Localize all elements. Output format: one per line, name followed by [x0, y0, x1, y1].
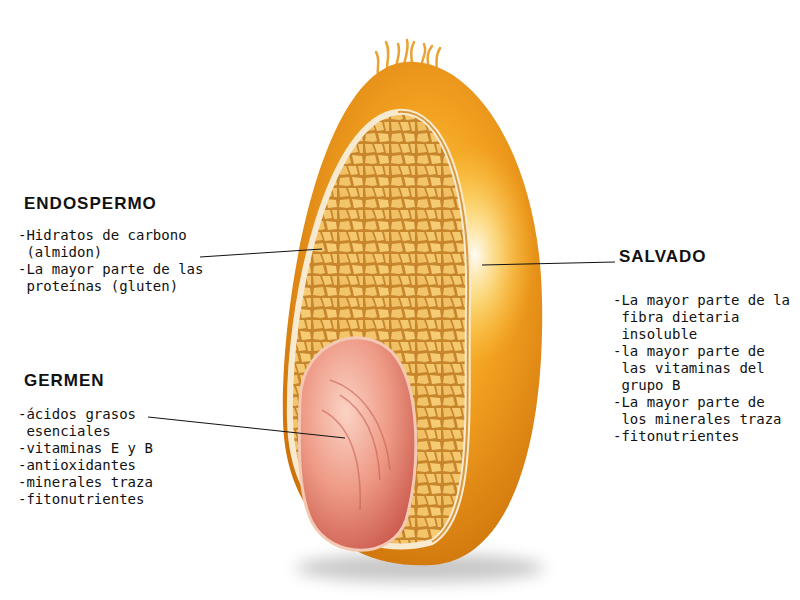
nutrient-note: -vitaminas E y B	[18, 440, 220, 457]
part-name: GERMEN	[24, 370, 220, 392]
nutrient-note: -La mayor parte de las proteínas (gluten…	[18, 261, 230, 295]
nutrient-note: -fitonutrientes	[613, 428, 796, 445]
nutrient-note: -antioxidantes	[18, 457, 220, 474]
nutrient-note: -la mayor parte de las vitaminas del gru…	[613, 343, 796, 394]
nutrient-note: -minerales traza	[18, 474, 220, 491]
endosperm-leader	[200, 249, 322, 257]
nutrient-note: -La mayor parte de la fibra dietaria ins…	[613, 292, 796, 343]
label-group: GERMEN -ácidos grasos esenciales-vitamina…	[18, 370, 220, 508]
nutrient-note: -Hidratos de carbono (almidon)	[18, 227, 230, 261]
bran-outer-layer	[283, 62, 542, 566]
germ-folds	[322, 380, 390, 510]
label-group: ENDOSPERMO -Hidratos de carbono (almidon)…	[18, 193, 230, 295]
label-group: SALVADO -La mayor parte de la fibra dieta…	[613, 246, 796, 445]
bran-leader	[482, 262, 615, 265]
nutrient-note: -ácidos grasos esenciales	[18, 406, 220, 440]
leader-lines	[148, 249, 615, 438]
germ-leader	[148, 417, 345, 438]
germ	[299, 338, 415, 551]
part-name: SALVADO	[619, 246, 796, 268]
nutrient-note: -fitonutrientes	[18, 491, 220, 508]
nutrient-note: -La mayor parte de los minerales traza	[613, 394, 796, 428]
part-name: ENDOSPERMO	[24, 193, 230, 215]
